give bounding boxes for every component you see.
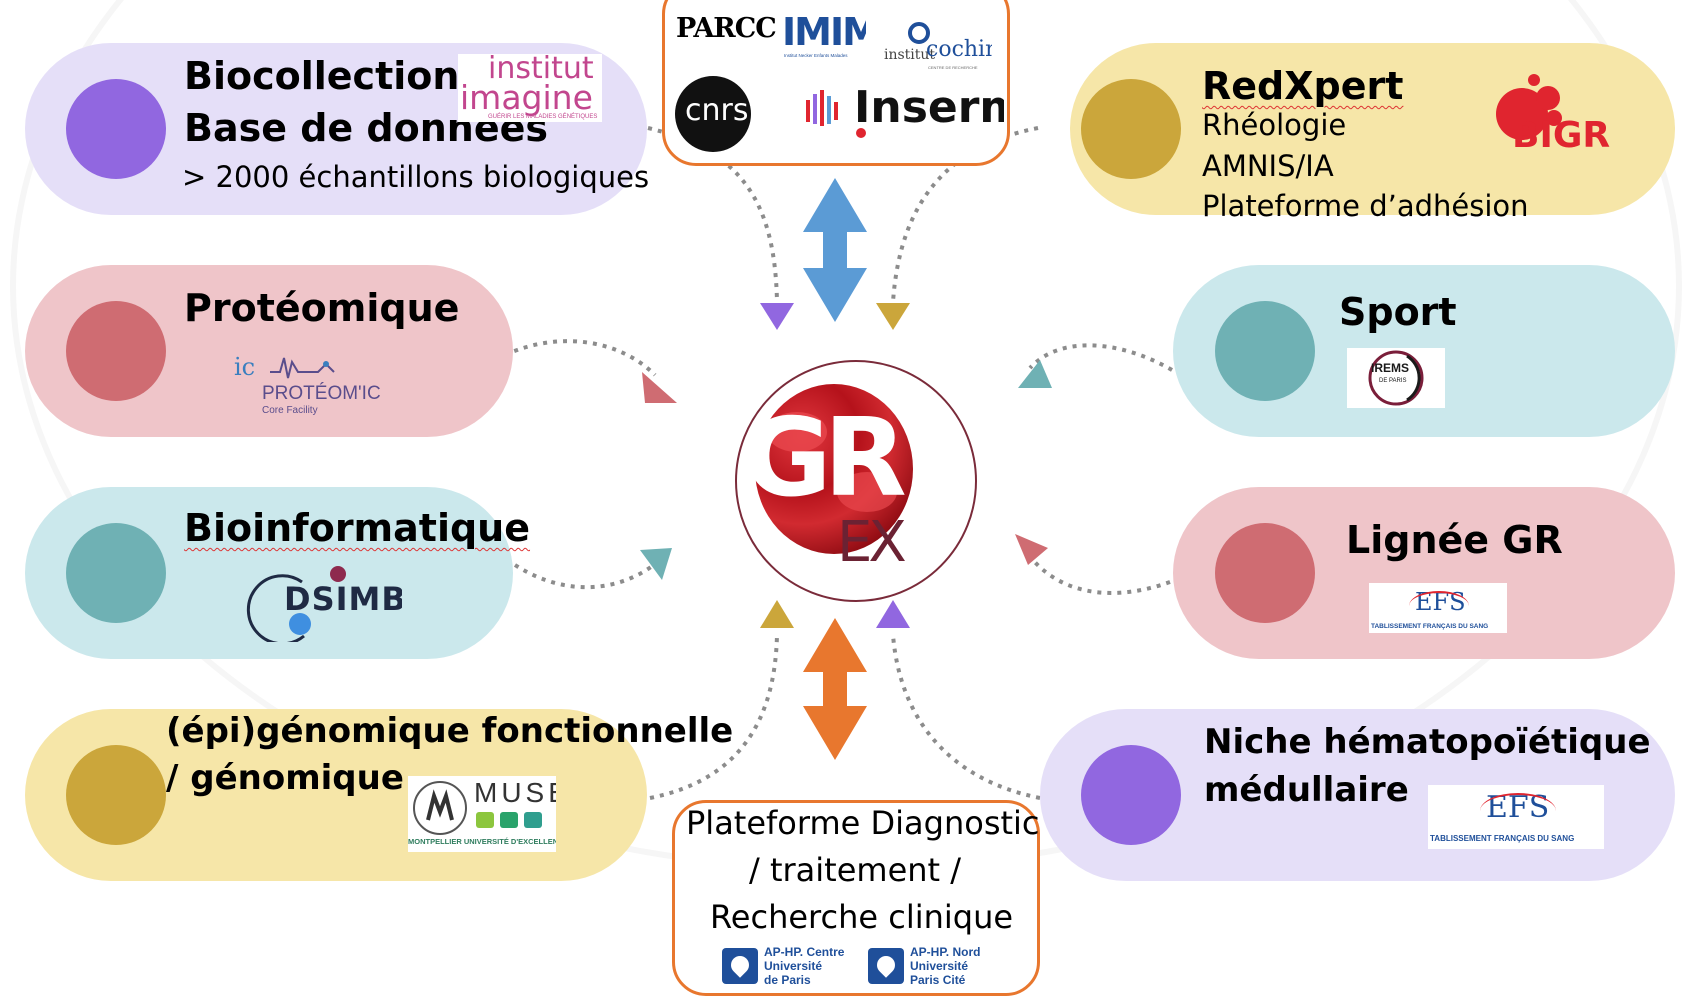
logo-imim: IMIM Institut Necker Enfants Malades: [782, 12, 866, 58]
logo-inserm: Inserm: [804, 80, 1004, 144]
connector-epigenomique: [649, 634, 779, 800]
logo-muse: MUSE MONTPELLIER UNIVERSITÉ D'EXCELLENCE: [408, 776, 556, 852]
logo-ex-text: EX: [837, 510, 907, 575]
redxpert-item-amnis: AMNIS/IA: [1202, 149, 1334, 183]
clinical-title-2: / traitement /: [749, 851, 962, 889]
arrowhead-gold: [876, 303, 910, 330]
logo-proteomic: ic PROTÉOM'IC Core Facility: [234, 353, 381, 416]
title-sport: Sport: [1339, 290, 1457, 334]
logo-aphp-nord: AP-HP. Nord Université Paris Cité: [866, 944, 986, 990]
inserm-bars-icon: [806, 90, 838, 126]
logo-institut-imagine: institut imagine GUÉRIR LES MALADIES GÉN…: [458, 54, 602, 122]
logo-cnrs: cnrs: [675, 76, 751, 152]
proteomic-wave-icon: [270, 357, 335, 379]
title-epigenomique-1: (épi)génomique fonctionnelle: [166, 711, 734, 751]
clinical-title-3: Recherche clinique: [710, 898, 1014, 936]
red-cell-2: [837, 472, 897, 512]
irems-ring-icon: [1368, 350, 1424, 406]
logo-dsimb: DSIMB: [242, 562, 402, 642]
redxpert-item-rheologie: Rhéologie: [1202, 108, 1347, 142]
connector-sport: [1028, 343, 1173, 372]
dot-bioinformatique: [66, 523, 166, 623]
title-proteomique: Protéomique: [184, 286, 460, 330]
bigr-blob-icon: [1496, 74, 1562, 140]
title-epigenomique-2: / génomique: [166, 758, 404, 798]
title-niche-1: Niche hématopoïétique: [1204, 722, 1651, 762]
connector-bioinformatique: [513, 558, 662, 590]
title-bioinformatique: Bioinformatique: [184, 506, 531, 550]
grex-center-logo: GR EX: [735, 360, 977, 602]
arrowhead-teal: [640, 548, 672, 580]
dot-redxpert: [1081, 79, 1181, 179]
logo-gr-text: GR: [743, 396, 907, 521]
arrowhead-teal-right: [1018, 360, 1052, 388]
dot-epigenomique: [66, 745, 166, 845]
logo-efs-2: EFS TABLISSEMENT FRANÇAIS DU SANG: [1428, 785, 1604, 849]
dot-niche: [1081, 745, 1181, 845]
double-arrow-blue: [803, 178, 867, 322]
clinical-title-1: Plateforme Diagnostic: [686, 804, 1040, 842]
logo-cochin: institut cochin CENTRE DE RECHERCHE: [884, 20, 992, 72]
connector-niche: [891, 634, 1041, 800]
arrowhead-purple-bottom: [876, 600, 910, 628]
logo-bigr: BIGR: [1474, 72, 1614, 162]
redxpert-item-plateforme: Plateforme d’adhésion: [1202, 189, 1529, 223]
red-cell-1: [767, 412, 827, 452]
dot-biocollection: [66, 79, 166, 179]
logo-aphp-centre: AP-HP. Centre Université de Paris: [720, 944, 854, 990]
red-cells-image: [755, 384, 913, 554]
logo-efs-1: EFS TABLISSEMENT FRANÇAIS DU SANG: [1369, 583, 1507, 633]
dot-lignee-gr: [1215, 523, 1315, 623]
dsimb-circle-icon: [246, 566, 346, 642]
muse-seal-icon: [413, 781, 467, 835]
arrowhead-gold-bottom: [760, 600, 794, 628]
logo-parcc: PARCC: [676, 13, 777, 44]
title-redxpert: RedXpert: [1202, 64, 1404, 108]
arrowhead-purple: [760, 303, 794, 330]
title-biocollection-1: Biocollection: [184, 54, 460, 98]
double-arrow-orange: [803, 618, 867, 760]
connector-proteomique: [504, 339, 657, 377]
arrowhead-pink: [642, 372, 677, 403]
logo-irems: IREMS DE PARIS: [1347, 348, 1445, 408]
title-lignee-gr: Lignée GR: [1346, 518, 1563, 562]
title-niche-2: médullaire: [1204, 770, 1409, 810]
dot-proteomique: [66, 301, 166, 401]
dot-sport: [1215, 301, 1315, 401]
connector-lignee: [1023, 548, 1171, 595]
subtitle-biocollection: > 2000 échantillons biologiques: [182, 160, 650, 194]
arrowhead-pink-right: [1015, 534, 1048, 565]
